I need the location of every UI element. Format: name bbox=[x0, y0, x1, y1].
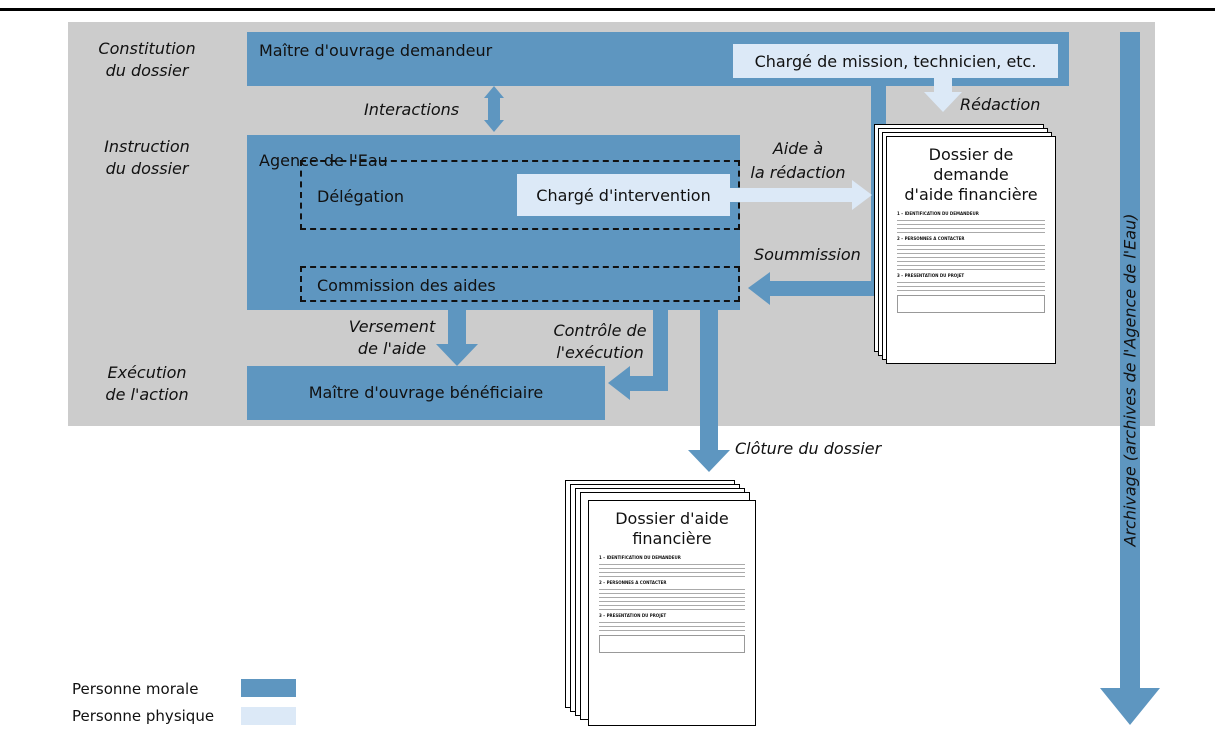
phase-instruction: Instruction du dossier bbox=[104, 137, 190, 178]
phase-constitution: Constitution du dossier bbox=[98, 39, 196, 80]
demande-doc: Dossier de demande d'aide financière 1 –… bbox=[886, 136, 1056, 364]
delegation-label: Délégation bbox=[317, 187, 405, 206]
commission-label: Commission des aides bbox=[317, 276, 496, 295]
form-section-heading: 3 – PRESENTATION DU PROJET bbox=[897, 273, 965, 278]
controle-connector-h bbox=[630, 376, 668, 391]
aide-doc: Dossier d'aide financière 1 – IDENTIFICA… bbox=[588, 500, 756, 726]
redaction-label: Rédaction bbox=[960, 95, 1041, 114]
cloture-label: Clôture du dossier bbox=[735, 439, 882, 458]
charge-intervention-label: Chargé d'intervention bbox=[536, 186, 711, 205]
maitre-ouvrage-beneficiaire-box: Maître d'ouvrage bénéficiaire bbox=[247, 366, 605, 420]
soumission-arrow bbox=[748, 272, 770, 305]
aide-redaction-arrow bbox=[730, 180, 872, 210]
form-section-heading: 2 – PERSONNES A CONTACTER bbox=[599, 580, 667, 585]
archivage-label: Archivage (archives de l'Agence de l'Eau… bbox=[1120, 213, 1140, 547]
charge-mission-label: Chargé de mission, technicien, etc. bbox=[754, 52, 1037, 71]
redaction-arrow bbox=[924, 78, 962, 112]
demande-doc-form: 1 – IDENTIFICATION DU DEMANDEUR 2 – PERS… bbox=[897, 211, 1045, 313]
charge-intervention-box: Chargé d'intervention bbox=[517, 174, 730, 216]
form-section-heading: 3 – PRESENTATION DU PROJET bbox=[599, 613, 667, 618]
aide-doc-title: Dossier d'aide financière bbox=[615, 509, 729, 548]
aide-doc-form: 1 – IDENTIFICATION DU DEMANDEUR 2 – PERS… bbox=[599, 555, 745, 653]
legend-physique-label: Personne physique bbox=[72, 707, 215, 725]
phase-execution: Exécution de l'action bbox=[105, 363, 189, 404]
form-section-heading: 1 – IDENTIFICATION DU DEMANDEUR bbox=[599, 555, 681, 560]
maitre-ouvrage-beneficiaire-label: Maître d'ouvrage bénéficiaire bbox=[308, 383, 544, 402]
charge-mission-box: Chargé de mission, technicien, etc. bbox=[733, 44, 1058, 78]
form-table bbox=[897, 295, 1045, 313]
interactions-label: Interactions bbox=[364, 100, 460, 119]
cloture-arrow bbox=[688, 310, 730, 472]
aide-redaction-label: Aide à la rédaction bbox=[750, 139, 846, 182]
interactions-arrow bbox=[484, 86, 504, 132]
versement-label: Versement de l'aide bbox=[348, 317, 436, 358]
controle-connector-v bbox=[653, 310, 668, 390]
legend-morale-label: Personne morale bbox=[72, 680, 199, 698]
controle-arrow bbox=[608, 366, 630, 400]
agence-eau-box: Agence de l'Eau bbox=[247, 135, 740, 310]
controle-label: Contrôle de l'exécution bbox=[553, 321, 647, 362]
commission-frame: Commission des aides bbox=[300, 266, 740, 302]
form-section-heading: 1 – IDENTIFICATION DU DEMANDEUR bbox=[897, 211, 979, 216]
form-section-heading: 2 – PERSONNES A CONTACTER bbox=[897, 236, 965, 241]
form-table bbox=[599, 635, 745, 653]
legend-physique-swatch bbox=[241, 707, 296, 725]
demande-doc-title: Dossier de demande d'aide financière bbox=[904, 145, 1038, 204]
archivage-arrow bbox=[1100, 32, 1160, 725]
legend-morale-swatch bbox=[241, 679, 296, 697]
maitre-ouvrage-demandeur-label: Maître d'ouvrage demandeur bbox=[259, 41, 493, 60]
versement-arrow bbox=[436, 310, 478, 366]
soumission-connector-h bbox=[770, 281, 886, 296]
soumission-label: Soummission bbox=[754, 245, 861, 264]
top-rule bbox=[0, 8, 1215, 11]
